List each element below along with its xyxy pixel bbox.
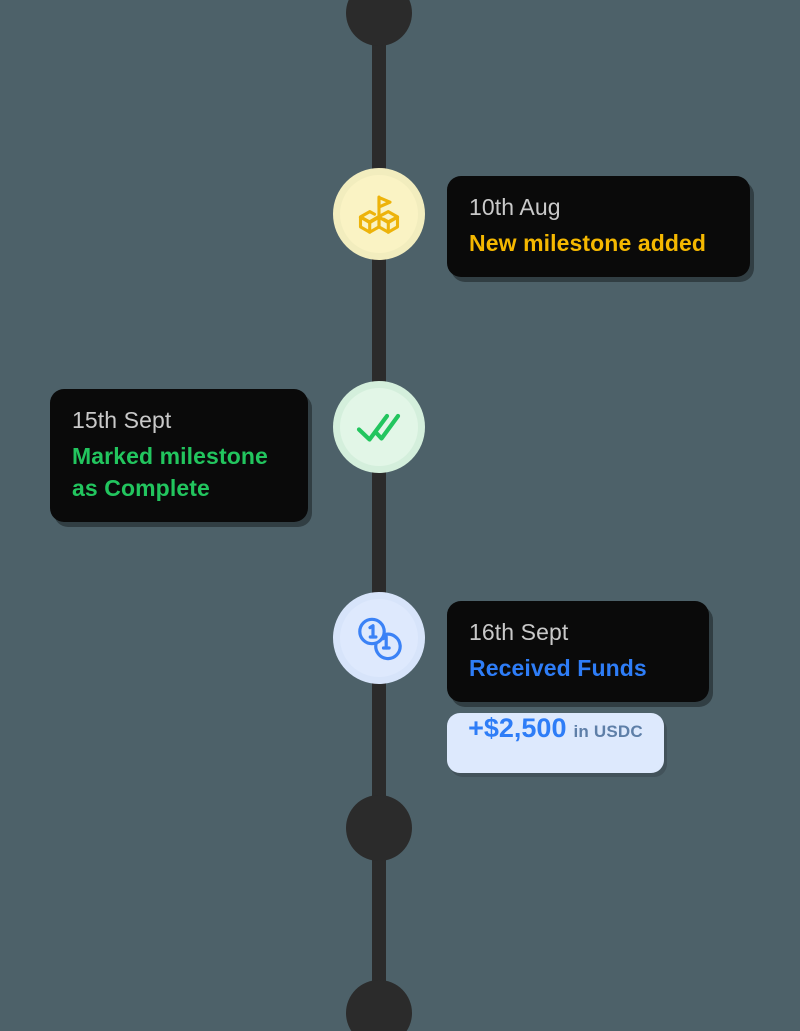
event-card-milestone-complete[interactable]: 15th Sept Marked milestone as Complete (50, 389, 308, 522)
event-title-line-1: Marked milestone (72, 443, 268, 469)
timeline-node-middle[interactable] (346, 795, 412, 861)
timeline-node-top[interactable] (346, 0, 412, 46)
event-title: New milestone added (469, 230, 707, 256)
amount-currency-unit: in USDC (573, 722, 643, 741)
coins-icon (353, 612, 405, 664)
event-title: Received Funds (469, 655, 647, 681)
timeline-node-bottom[interactable] (346, 980, 412, 1031)
bubble-inner (340, 599, 418, 677)
event-card-milestone-added[interactable]: 10th Aug New milestone added (447, 176, 750, 277)
bubble-inner (340, 388, 418, 466)
received-funds-amount-pill[interactable]: +$2,500 in USDC (447, 713, 664, 773)
event-title: Marked milestone as Complete (72, 440, 286, 504)
event-card-received-funds[interactable]: 16th Sept Received Funds (447, 601, 709, 702)
event-date: 16th Sept (469, 619, 569, 645)
timeline-icon-milestone-complete[interactable] (333, 381, 425, 473)
amount-value: +$2,500 (468, 713, 567, 743)
bubble-inner (340, 175, 418, 253)
event-date: 15th Sept (72, 407, 172, 433)
event-date: 10th Aug (469, 194, 561, 220)
map-flag-milestone-icon (355, 190, 403, 238)
timeline-icon-received-funds[interactable] (333, 592, 425, 684)
double-check-icon (354, 402, 404, 452)
timeline-icon-milestone-added[interactable] (333, 168, 425, 260)
timeline-rail (372, 0, 386, 1031)
event-title-line-2: as Complete (72, 475, 210, 501)
